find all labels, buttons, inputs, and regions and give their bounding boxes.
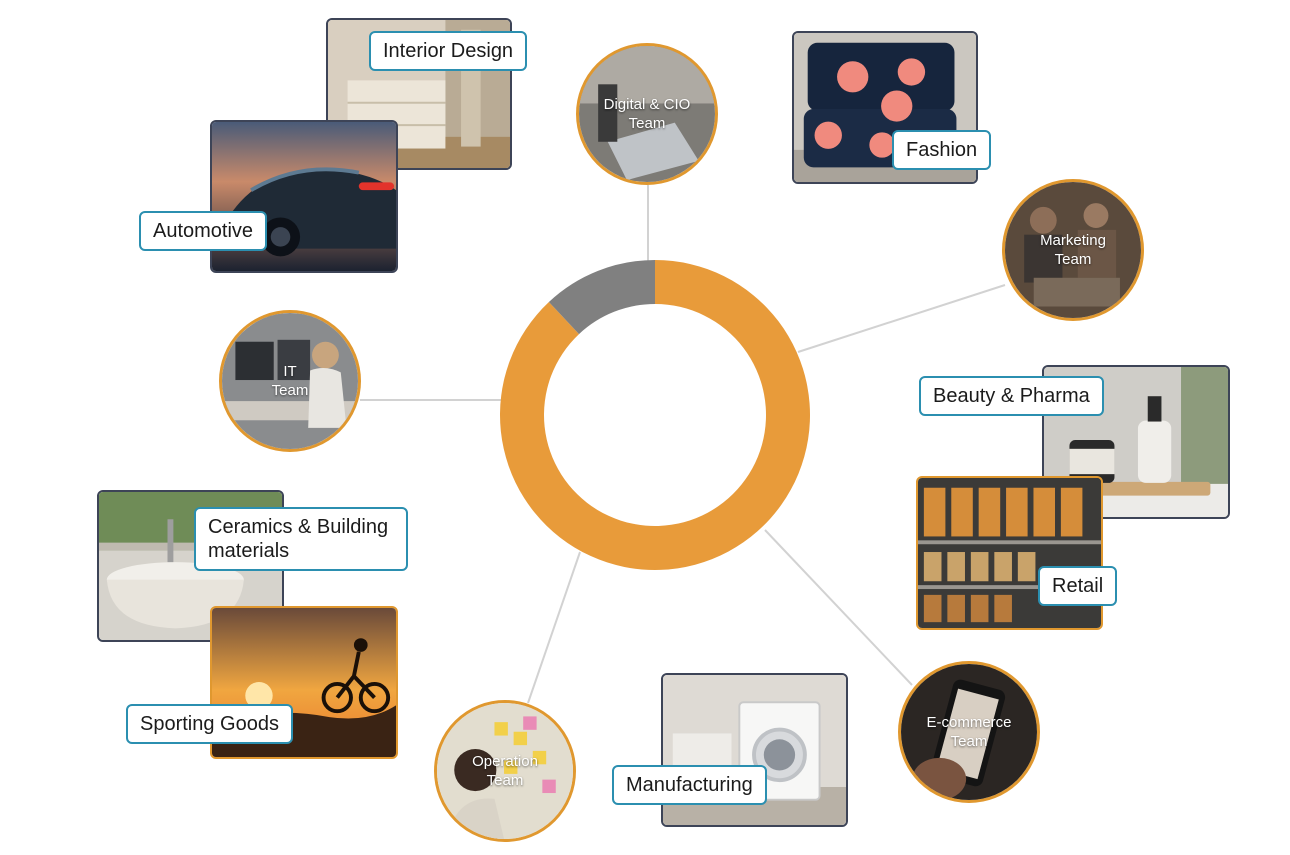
automotive-label: Automotive [139, 211, 268, 251]
team-it: IT Team [219, 310, 361, 452]
retail-label: Retail [1038, 566, 1118, 606]
connector-marketing [797, 284, 1006, 353]
team-digital-cio: Digital & CIO Team [576, 43, 718, 185]
connector-ecommerce [764, 529, 913, 686]
donut-segment-primary [499, 260, 810, 570]
donut-ring [499, 260, 810, 570]
team-operation: Operation Team [434, 700, 576, 842]
retail-photo [916, 476, 1103, 630]
team-digital-cio-label: Digital & CIO Team [603, 96, 691, 132]
team-it-label: IT Team [271, 363, 309, 399]
team-marketing: Marketing Team [1002, 179, 1144, 321]
beauty-pharma-label: Beauty & Pharma [919, 376, 1104, 416]
team-marketing-label: Marketing Team [1040, 232, 1106, 268]
interior-design-label: Interior Design [369, 31, 528, 71]
donut-segment-secondary [548, 260, 655, 335]
connector-operation [527, 551, 581, 704]
team-ecommerce-label: E-commerce Team [926, 714, 1012, 750]
fashion-label: Fashion [892, 130, 992, 170]
manufacturing-label: Manufacturing [612, 765, 767, 805]
sporting-goods-label: Sporting Goods [126, 704, 293, 744]
team-operation-label: Operation Team [472, 753, 538, 789]
team-ecommerce: E-commerce Team [898, 661, 1040, 803]
ceramics-label: Ceramics & Building materials [194, 507, 408, 571]
